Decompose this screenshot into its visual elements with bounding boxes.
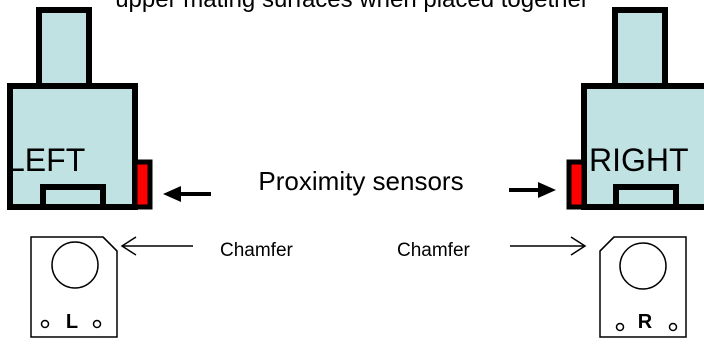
right-proximity-sensor: [566, 159, 587, 210]
left-block-assembly: LEFT: [7, 7, 153, 210]
left-plate-small-hole-right: [92, 319, 102, 329]
chamfer-right-label: Chamfer: [397, 240, 471, 261]
left-stem: [36, 7, 92, 89]
chamfer-arrow-left: [120, 236, 193, 256]
left-plate-small-hole-left: [40, 319, 50, 329]
proximity-sensors-label: Proximity sensors: [258, 166, 463, 196]
left-plate-label: L: [66, 311, 78, 333]
sensor-arrow-right: [509, 182, 556, 198]
chamfer-left-label: Chamfer: [220, 240, 294, 261]
right-block-assembly: RIGHT: [566, 7, 704, 210]
right-block-notch: [613, 184, 679, 210]
left-plate-large-hole: [51, 241, 99, 289]
left-block-label: LEFT: [7, 142, 85, 178]
right-plate-small-hole-left: [615, 322, 625, 332]
sensor-arrow-left: [163, 186, 211, 202]
right-block-label: RIGHT: [589, 142, 689, 178]
right-plate-small-hole-right: [668, 322, 678, 332]
chamfer-arrow-right: [510, 236, 587, 256]
right-plate-large-hole: [619, 242, 667, 290]
right-stem: [612, 7, 668, 89]
left-proximity-sensor: [132, 159, 153, 210]
left-block-notch: [40, 184, 106, 210]
left-plate: L: [30, 236, 118, 338]
right-plate-label: R: [638, 311, 653, 333]
left-plate-chamfer: [102, 236, 118, 252]
right-plate: R: [599, 236, 687, 338]
right-plate-chamfer: [599, 236, 615, 252]
top-caption: upper mating surfaces when placed togeth…: [115, 0, 589, 13]
